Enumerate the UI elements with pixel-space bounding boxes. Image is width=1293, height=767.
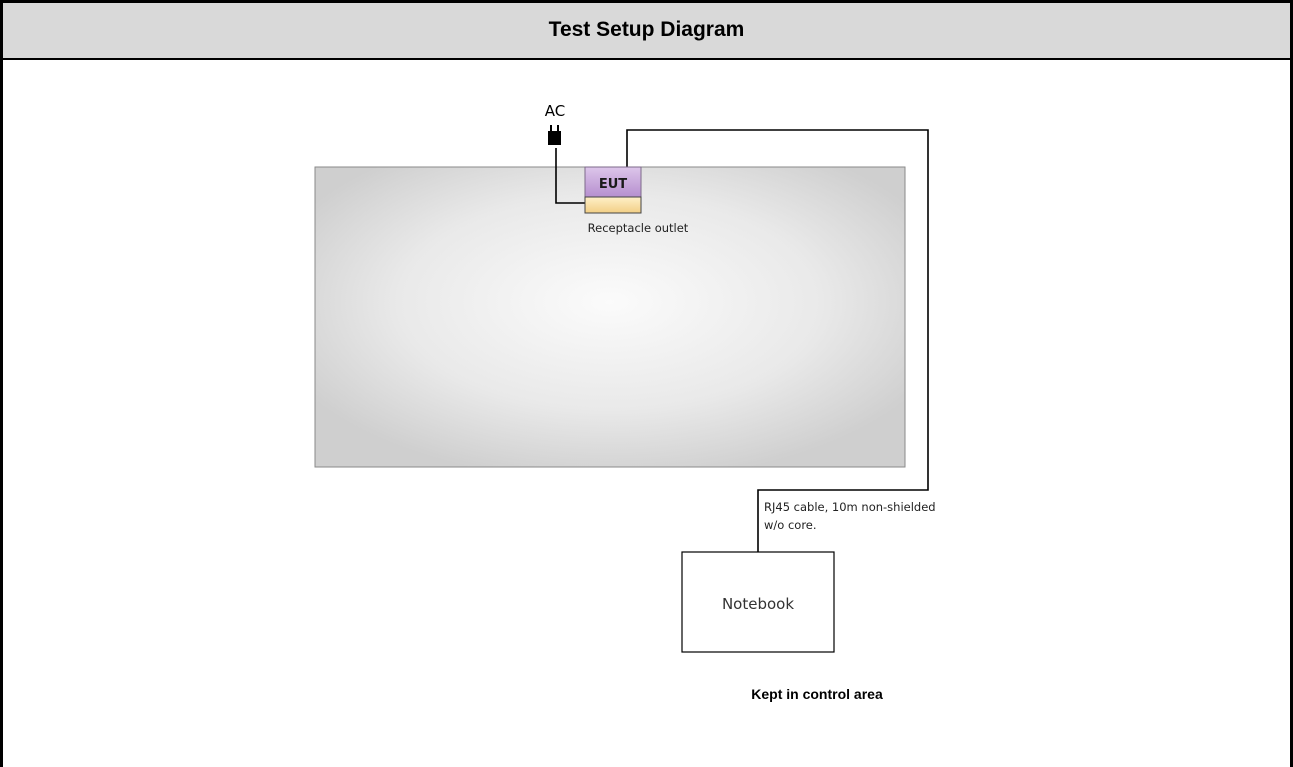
diagram-header: Test Setup Diagram bbox=[3, 3, 1290, 60]
cable-label-line2: w/o core. bbox=[764, 518, 817, 532]
ac-plug-icon bbox=[548, 125, 561, 145]
receptacle-label: Receptacle outlet bbox=[588, 221, 689, 235]
ac-label: AC bbox=[545, 102, 565, 120]
eut-label: EUT bbox=[599, 177, 627, 192]
notebook-label: Notebook bbox=[722, 595, 794, 613]
cable-label-line1: RJ45 cable, 10m non-shielded bbox=[764, 500, 936, 514]
receptacle-outlet bbox=[584, 196, 642, 214]
test-table bbox=[314, 166, 906, 468]
rj45-cable-line bbox=[626, 129, 929, 552]
ac-power-cord bbox=[555, 148, 585, 204]
control-area-label: Kept in control area bbox=[751, 686, 883, 702]
notebook-box bbox=[681, 551, 835, 653]
diagram-title: Test Setup Diagram bbox=[548, 17, 745, 41]
